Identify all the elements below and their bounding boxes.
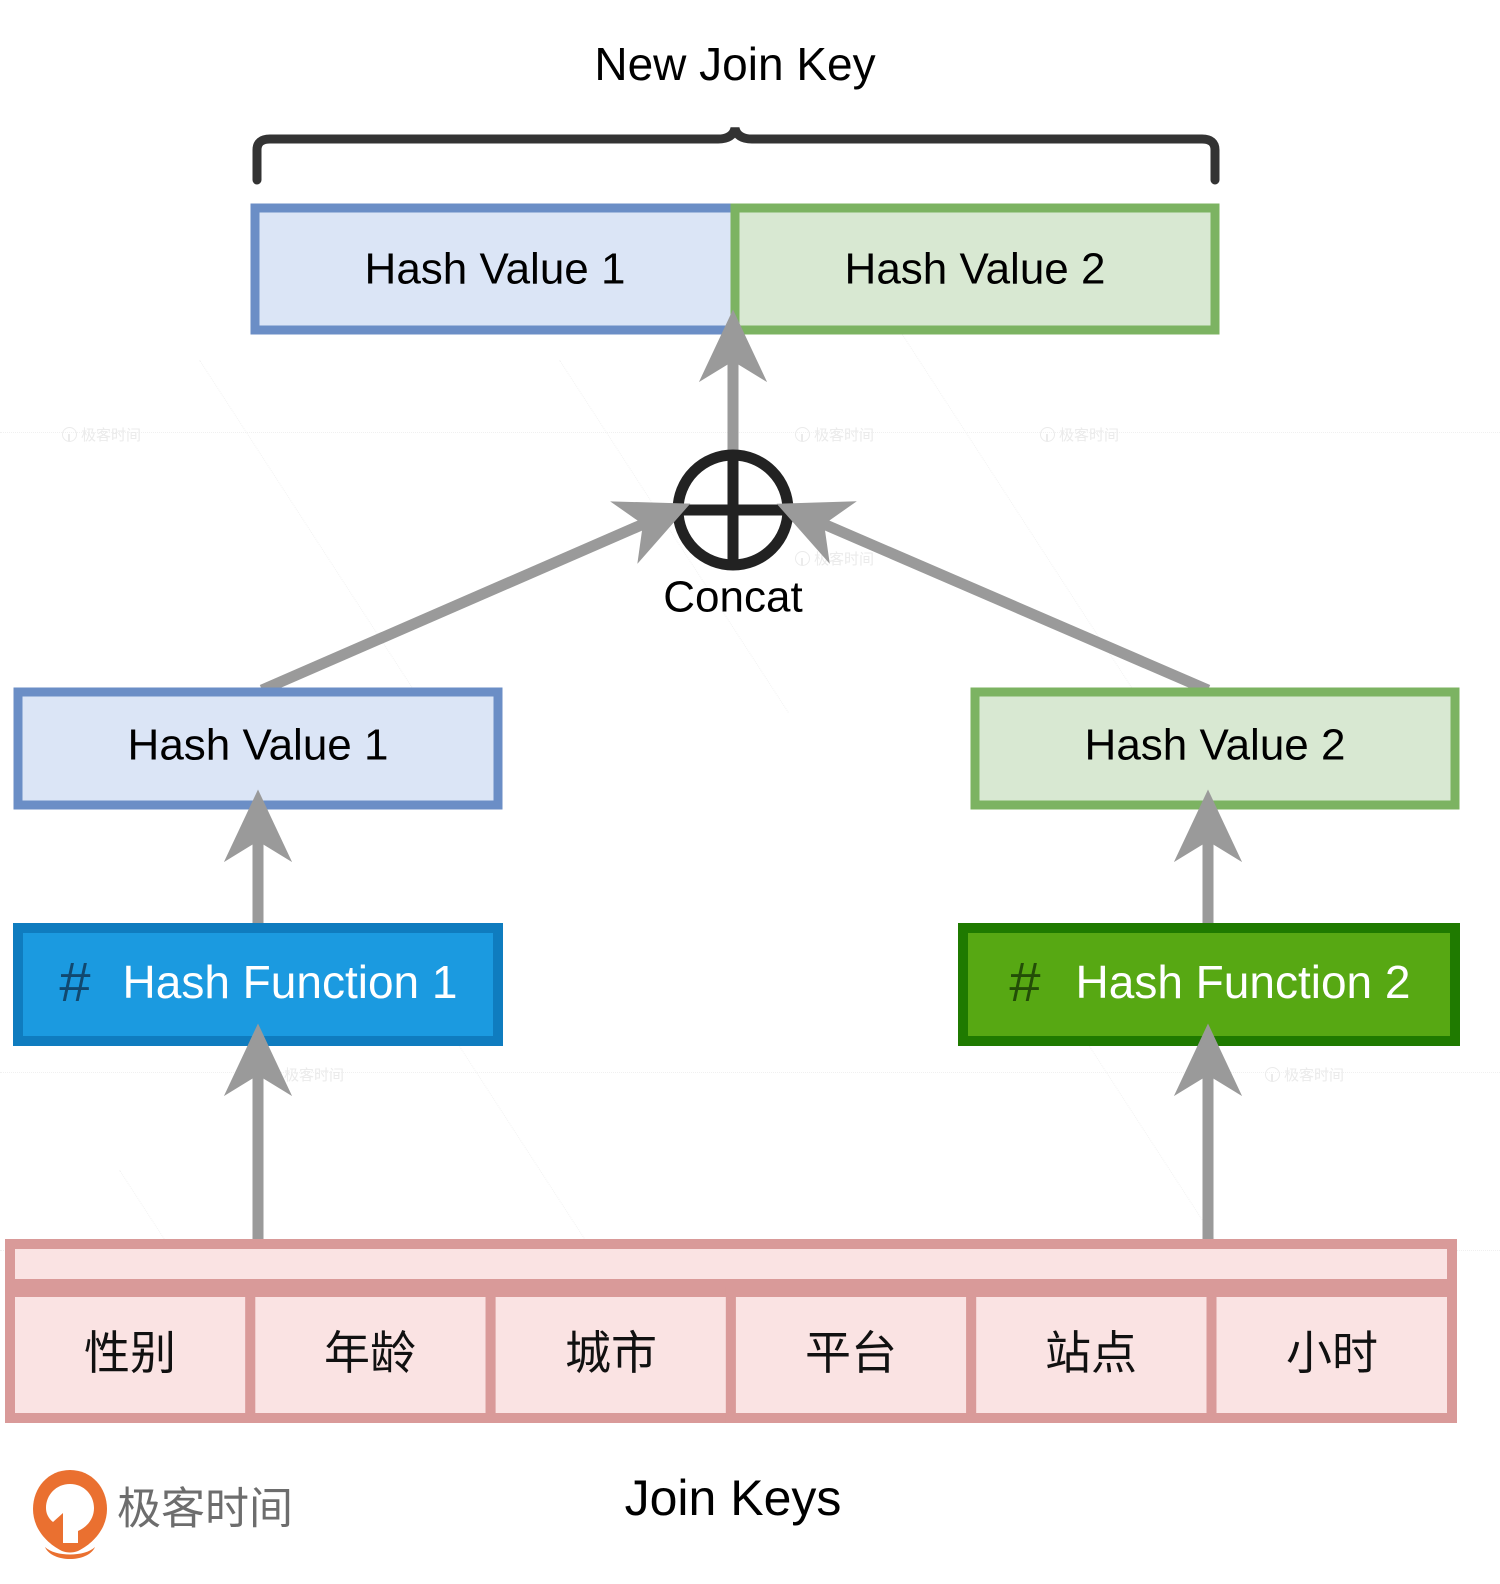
- hash-function-2-label: Hash Function 2: [1076, 956, 1411, 1008]
- join-key-cell[interactable]: [966, 1287, 1217, 1423]
- new-key-segment-1: [250, 203, 740, 335]
- brand-logo: 极客时间: [33, 1470, 293, 1559]
- brand-mark-inner: [46, 1484, 94, 1543]
- join-key-cell-label: 小时: [1286, 1327, 1378, 1379]
- join-key-cell[interactable]: [725, 1287, 977, 1423]
- hash-function-2-box: [958, 923, 1460, 1046]
- hash-glyph-1-icon: #: [59, 950, 90, 1013]
- join-key-cell-label: 站点: [1045, 1327, 1137, 1379]
- hash-function-1-label: Hash Function 1: [123, 956, 458, 1008]
- arrow-hash-value-2-to-concat: [776, 501, 1211, 696]
- page-title: New Join Key: [594, 38, 875, 90]
- new-key-segment-1-label: Hash Value 1: [365, 245, 626, 294]
- hash-value-2-box: [970, 687, 1460, 810]
- join-key-cell-label: 年龄: [324, 1327, 416, 1379]
- footer-label: Join Keys: [625, 1470, 842, 1526]
- new-join-key-bar: Hash Value 1 Hash Value 2: [250, 203, 1220, 335]
- join-keys-row: 性别 年龄 城市 平台 站点 小时: [5, 1287, 1457, 1423]
- join-keys-top-bar: [5, 1239, 1457, 1289]
- brand-logo-text: 极客时间: [117, 1485, 293, 1534]
- branch-hash-1: Hash Value 1 # Hash Function 1: [13, 687, 503, 1248]
- new-key-segment-2: [730, 203, 1220, 335]
- join-key-cell-label: 城市: [565, 1327, 657, 1379]
- brand-mark-base: [45, 1547, 95, 1559]
- concat-label: Concat: [663, 573, 802, 622]
- brace: [252, 126, 1220, 185]
- join-key-cell[interactable]: [5, 1287, 256, 1423]
- join-key-cell-label: 性别: [84, 1327, 176, 1379]
- branch-hash-2: Hash Value 2 # Hash Function 2: [958, 687, 1460, 1248]
- join-key-cell[interactable]: [245, 1287, 496, 1423]
- arrow-hash-value-1-to-concat: [259, 501, 691, 696]
- join-key-cell[interactable]: [485, 1287, 736, 1423]
- new-key-segment-2-label: Hash Value 2: [845, 245, 1106, 294]
- hash-glyph-2-icon: #: [1009, 950, 1040, 1013]
- hash-value-2-label: Hash Value 2: [1085, 721, 1346, 770]
- hash-value-1-label: Hash Value 1: [128, 721, 389, 770]
- join-key-cell-label: 平台: [805, 1327, 897, 1379]
- join-key-cell[interactable]: [1206, 1287, 1457, 1423]
- concat-node: Concat: [663, 449, 803, 622]
